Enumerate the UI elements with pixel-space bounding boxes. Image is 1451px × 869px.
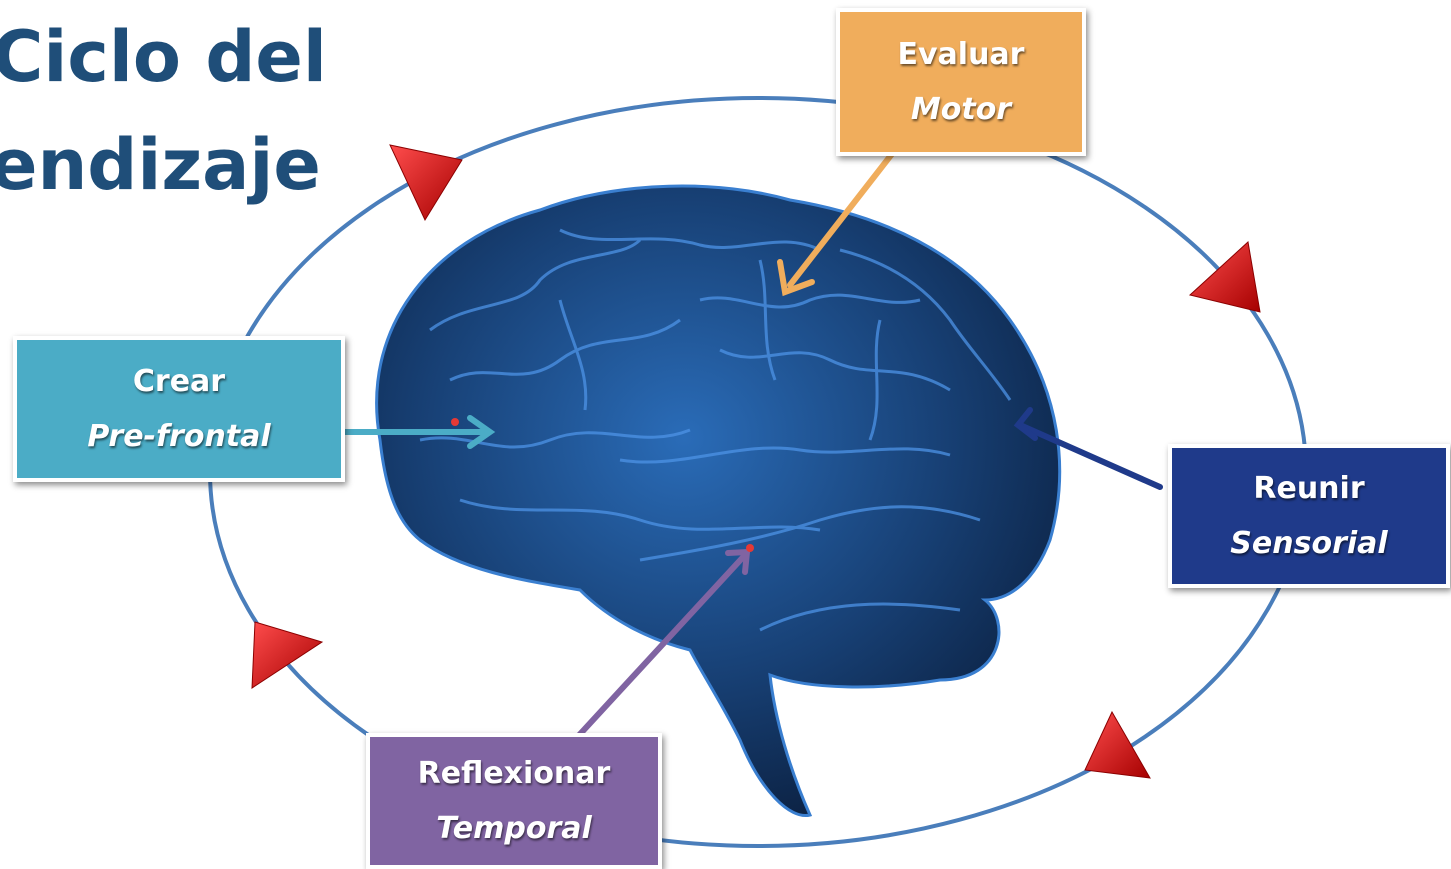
stage-region-temporal: Temporal — [370, 811, 658, 846]
cycle-arrow-top-left — [390, 145, 462, 220]
stage-label-evaluar: Evaluar — [840, 37, 1082, 72]
stage-label-reflexionar: Reflexionar — [370, 756, 658, 791]
brain-illustration — [377, 186, 1060, 815]
stage-region-sensorial: Sensorial — [1172, 526, 1446, 561]
stage-label-reunir: Reunir — [1172, 471, 1446, 506]
stage-box-crear: Crear Pre-frontal — [13, 336, 345, 482]
stage-label-crear: Crear — [17, 364, 341, 399]
cycle-arrow-left — [252, 622, 322, 688]
stage-region-motor: Motor — [840, 92, 1082, 127]
stage-region-prefrontal: Pre-frontal — [17, 419, 341, 454]
stage-box-reflexionar: Reflexionar Temporal — [366, 733, 662, 869]
stage-box-evaluar: Evaluar Motor — [836, 8, 1086, 156]
stage-box-reunir: Reunir Sensorial — [1168, 444, 1450, 588]
cycle-arrow-bottom-right — [1085, 712, 1150, 778]
